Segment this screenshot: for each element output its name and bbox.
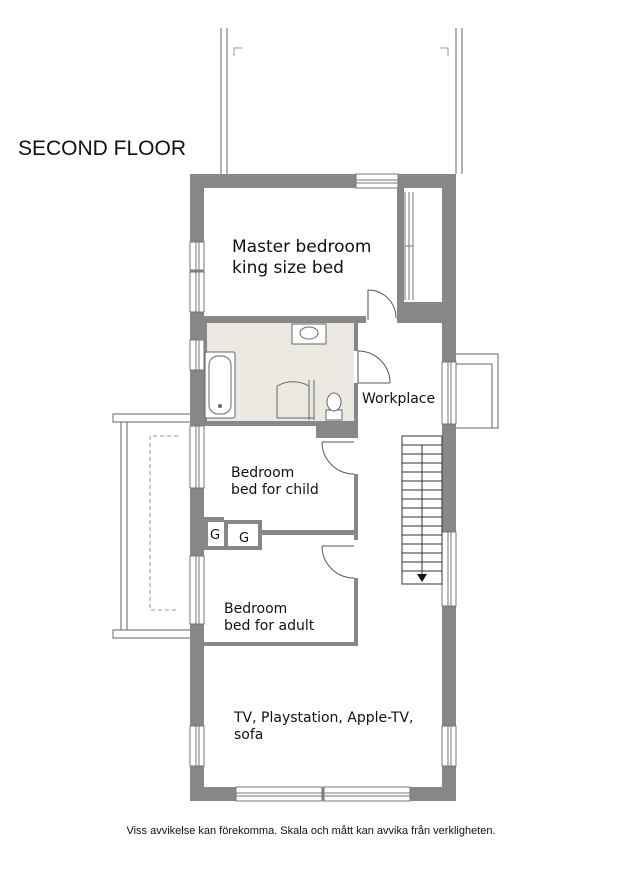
- adult-bedroom-label: Bedroom: [224, 601, 287, 617]
- shower: [276, 380, 315, 420]
- living-area-sublabel: sofa: [234, 727, 263, 743]
- child-bedroom-sublabel: bed for child: [231, 482, 319, 498]
- master-bedroom-sublabel: king size bed: [232, 258, 344, 278]
- living-area-label: TV, Playstation, Apple-TV,: [233, 710, 414, 726]
- adult-bedroom-sublabel: bed for adult: [224, 618, 315, 634]
- right-balcony: [451, 353, 499, 429]
- top-balcony: [220, 28, 463, 174]
- floor-title: SECOND FLOOR: [18, 137, 186, 160]
- closet-g1-label: G: [210, 528, 220, 543]
- bathroom-fixtures: [204, 323, 343, 421]
- stair-arrow-icon: [417, 574, 427, 582]
- staircase: [401, 435, 443, 585]
- doors: [321, 289, 397, 579]
- wardrobe: [404, 192, 414, 300]
- windows: [189, 173, 457, 802]
- child-bedroom-label: Bedroom: [231, 465, 294, 481]
- master-bedroom-label: Master bedroom: [232, 237, 371, 257]
- bathtub: [204, 351, 236, 419]
- sink: [291, 323, 327, 345]
- toilet: [325, 392, 343, 421]
- workplace-label: Workplace: [362, 391, 435, 407]
- closet-g2-label: G: [239, 531, 249, 546]
- left-balcony: [112, 413, 192, 639]
- disclaimer-text: Viss avvikelse kan förekomma. Skala och …: [126, 825, 495, 837]
